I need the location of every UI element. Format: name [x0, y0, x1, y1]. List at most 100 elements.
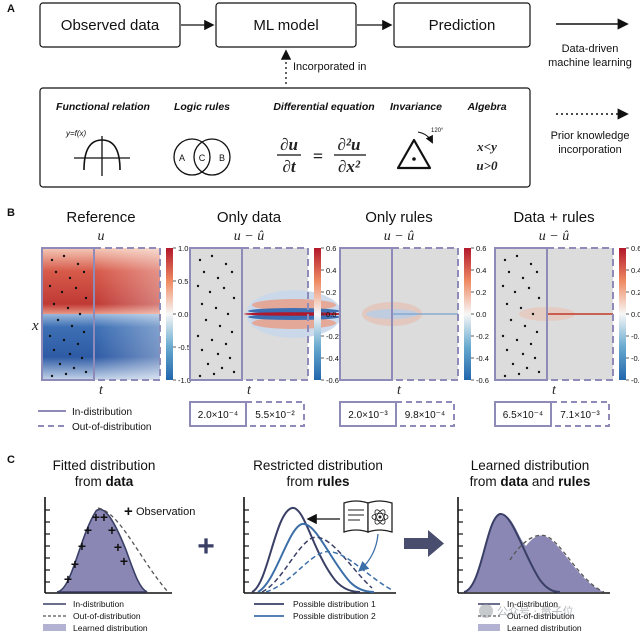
observation-point: [214, 306, 218, 310]
y-axis-label-x: x: [31, 318, 39, 334]
observation-point: [82, 330, 86, 334]
svg-text:+: +: [114, 539, 122, 555]
observation-point: [226, 312, 230, 316]
colorbar-tick: 0.6: [631, 244, 640, 253]
observation-point: [519, 306, 523, 310]
svg-text:+: +: [120, 553, 128, 569]
title-right-line2: from data and rules: [470, 474, 591, 489]
observation-point: [501, 334, 505, 338]
legend-out-distribution: Out-of-distribution: [72, 422, 151, 433]
colorbar-tick: 0.5: [178, 277, 188, 286]
title-mid-line2: from rules: [286, 474, 349, 489]
observation-point: [198, 258, 202, 262]
invariance-title: Invariance: [390, 101, 442, 113]
ml-model-label: ML model: [253, 17, 318, 34]
observation-point: [212, 372, 216, 376]
colorbar-tick: 0.0: [631, 310, 640, 319]
colorbar-tick: -0.6: [631, 376, 640, 385]
colorbar-tick: -1.0: [178, 376, 191, 385]
svg-text:+: +: [108, 522, 116, 538]
observation-point: [503, 374, 507, 378]
colorbar-tick: 0.4: [631, 266, 640, 275]
panel-label-b: B: [7, 207, 15, 219]
function-formula: y=f(x): [65, 129, 87, 138]
observation-point: [230, 270, 234, 274]
observation-point: [521, 276, 525, 280]
observation-point: [48, 334, 52, 338]
observation-point: [210, 254, 214, 258]
prediction-box: [393, 2, 531, 48]
observation-point: [521, 352, 525, 356]
logic-rules-title: Logic rules: [174, 101, 230, 113]
observation-point: [517, 372, 521, 376]
colorbar: [619, 248, 626, 380]
colorbar-tick: -0.6: [476, 376, 489, 385]
observation-point: [202, 270, 206, 274]
observation-point: [200, 348, 204, 352]
heatmap-subtitle: u − û: [234, 229, 264, 244]
pde-formula: ∂u ∂t = ∂²u ∂x²: [277, 135, 366, 176]
svg-text:+: +: [84, 522, 92, 538]
observation-point: [48, 284, 52, 288]
fitted-curve-fill: [56, 508, 148, 593]
observation-point: [527, 286, 531, 290]
svg-text:+: +: [92, 509, 100, 525]
book-icon: [343, 500, 393, 533]
x-axis-label-t: t: [247, 383, 252, 398]
svg-text:+: +: [71, 556, 79, 572]
error-in-distribution: 2.0×10⁻³: [348, 410, 388, 421]
heatmap-title: Data + rules: [513, 209, 594, 226]
legend-dotted-line1: Prior knowledge: [551, 130, 630, 142]
observation-point: [507, 270, 511, 274]
observation-point: [52, 302, 56, 306]
panel-label-c: C: [7, 454, 15, 466]
observation-point: [224, 342, 228, 346]
colorbar-tick: 0.2: [326, 288, 336, 297]
legend-solid-line1: Data-driven: [562, 43, 619, 55]
observation-point: [537, 370, 541, 374]
functional-relation-icon: y=f(x): [65, 129, 130, 176]
heatmap-subtitle: u − û: [384, 229, 414, 244]
heatmap-title: Only rules: [365, 209, 433, 226]
observation-point: [218, 324, 222, 328]
observation-point: [52, 348, 56, 352]
observation-point: [511, 362, 515, 366]
venn-b: B: [219, 153, 225, 163]
observation-point: [525, 366, 529, 370]
observation-point: [208, 290, 212, 294]
observation-point: [509, 318, 513, 322]
observation-point: [505, 302, 509, 306]
observation-point: [230, 330, 234, 334]
observation-point: [529, 342, 533, 346]
panel-a: A Observed data ML model Prediction Inco…: [7, 2, 632, 188]
observation-point: [62, 338, 66, 342]
observation-point: [533, 356, 537, 360]
observation-point: [64, 372, 68, 376]
svg-text:∂u: ∂u: [280, 135, 298, 154]
observation-point: [196, 284, 200, 288]
colorbar-tick: -0.2: [631, 332, 640, 341]
legend-solid-line2: machine learning: [548, 57, 632, 69]
observation-point: [54, 270, 58, 274]
observation-point: [515, 254, 519, 258]
observation-point: [198, 374, 202, 378]
observation-point: [206, 362, 210, 366]
dashed-curve-2: [265, 550, 393, 593]
observation-point: [84, 370, 88, 374]
learned-fill: [464, 513, 604, 592]
colorbar-tick: 0.0: [476, 310, 486, 319]
panel-c: C Fitted distribution from data Restrict…: [7, 454, 610, 633]
result-arrow-icon: [404, 530, 444, 557]
observation-point: [50, 374, 54, 378]
observation-marker-icon: +: [124, 503, 133, 520]
colorbar-tick: -0.2: [326, 332, 339, 341]
observation-point: [529, 262, 533, 266]
colorbar-tick: 0.4: [476, 266, 486, 275]
title-left-line1: Fitted distribution: [53, 458, 156, 473]
observation-point: [66, 306, 70, 310]
legend-left-out: Out-of-distribution: [73, 611, 141, 621]
possible-distribution-1-curve: [251, 507, 361, 593]
